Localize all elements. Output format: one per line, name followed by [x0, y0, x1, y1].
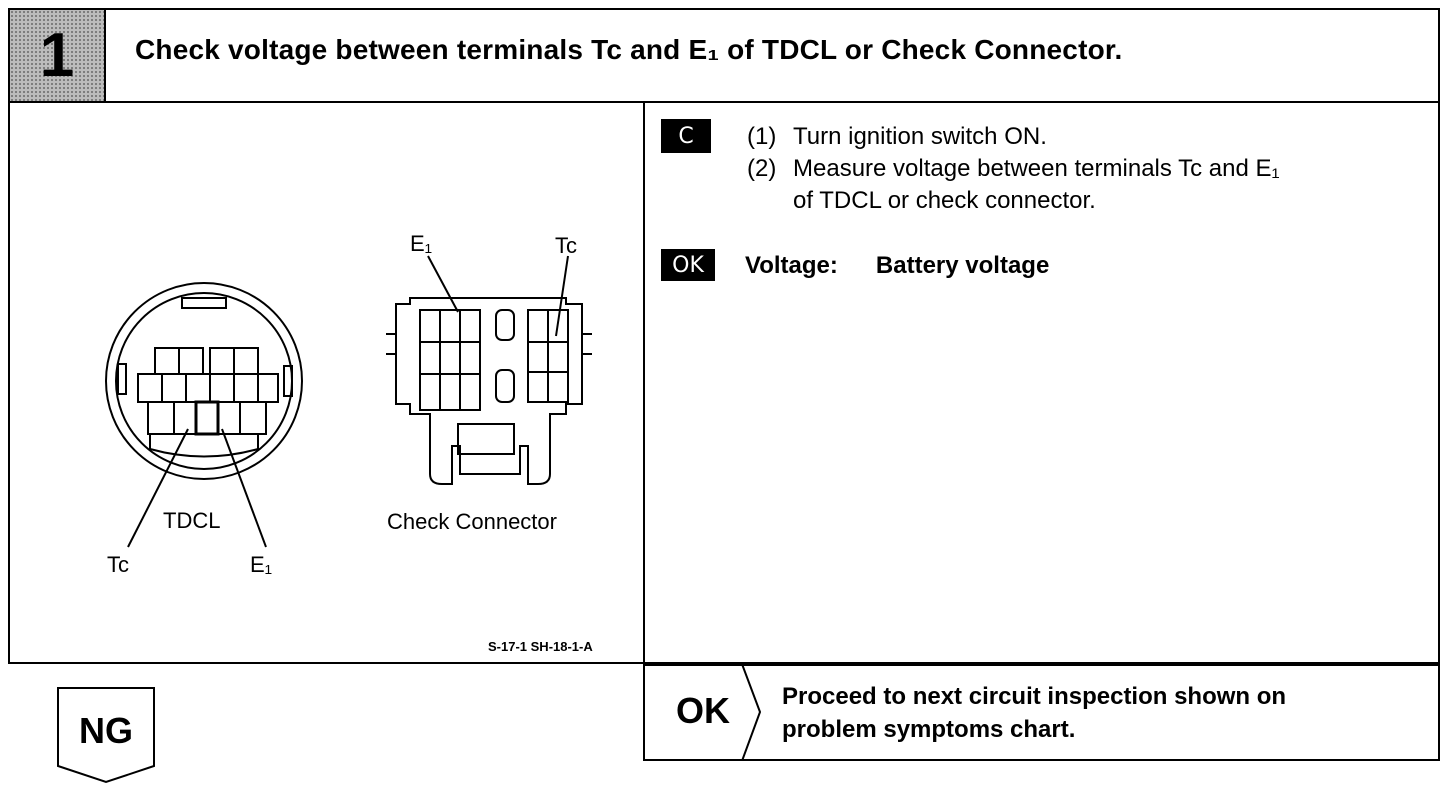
spec-row: Voltage: Battery voltage	[745, 252, 1049, 280]
step-1-text: Turn ignition switch ON.	[793, 123, 1047, 150]
step-title: Check voltage between terminals Tc and E…	[135, 34, 1123, 65]
step-2-number: (2)	[747, 155, 777, 182]
column-divider	[643, 103, 645, 664]
procedure-frame	[8, 8, 1440, 664]
ok-arrow-divider	[741, 664, 762, 761]
ok-badge: OK	[661, 249, 715, 281]
tdcl-connector-drawing	[105, 282, 303, 548]
ok-result-line-2: problem symptoms chart.	[782, 716, 1076, 743]
step-number-box: 1	[10, 10, 106, 101]
step-2-continuation: of TDCL or check connector.	[793, 187, 1096, 214]
ok-result-text: Proceed to next circuit inspection shown…	[782, 680, 1286, 746]
ok-result-label: OK	[676, 690, 730, 731]
ok-result-line-1: Proceed to next circuit inspection shown…	[782, 683, 1287, 710]
step-1-number: (1)	[747, 123, 777, 150]
ng-result-label: NG	[79, 710, 133, 751]
check-connector-e1-label: E₁	[410, 231, 433, 256]
tdcl-label: TDCL	[163, 508, 221, 533]
spec-label: Voltage:	[745, 252, 838, 279]
spec-value: Battery voltage	[875, 252, 1050, 279]
step-2-text: Measure voltage between terminals Tc and…	[793, 155, 1280, 182]
connector-illustration	[105, 255, 592, 548]
tdcl-e1-label: E₁	[250, 552, 273, 577]
ok-result-box	[643, 664, 1440, 761]
step-number: 1	[39, 21, 75, 90]
check-badge: C	[661, 119, 711, 153]
tdcl-tc-label: Tc	[107, 552, 129, 577]
header-row	[8, 8, 1440, 103]
ng-result-shape	[57, 687, 155, 784]
illustration-code: S-17-1 SH-18-1-A	[488, 639, 593, 654]
check-connector-drawing	[386, 255, 592, 485]
check-connector-label: Check Connector	[387, 509, 557, 534]
check-connector-tc-label: Tc	[555, 233, 577, 258]
